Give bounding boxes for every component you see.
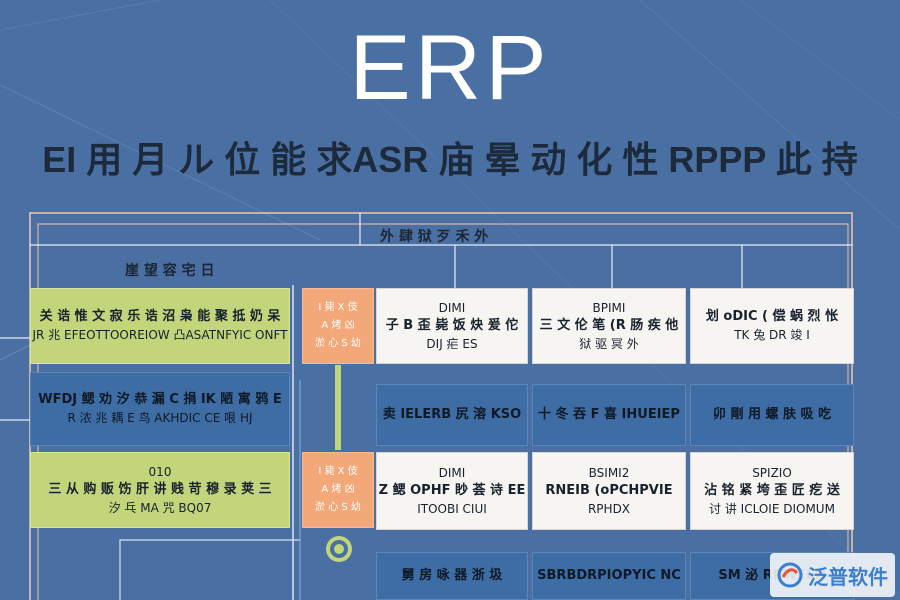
row2-box-2-line1: 十 冬 吞 F 喜 IHUEIEP bbox=[538, 407, 680, 422]
row4-box-2-line1: SBRBDRPIOPYIC NC bbox=[537, 568, 681, 583]
row3-box-2-line2: RNEIB (oPCHPVIE bbox=[545, 483, 673, 498]
row2-box-3: 卯 剛 用 螺 肤 吸 吃 bbox=[690, 384, 854, 446]
left-column-label: 崖 望 容 宅 日 bbox=[125, 263, 215, 279]
row1-box-1-line2: 子 B 歪 毙 饭 炔 爰 佗 bbox=[385, 318, 519, 333]
left-box-3: 010 三 从 购 贩 饬 肝 讲 贱 苛 穆 录 荚 三 汐 乓 MA 咒 B… bbox=[30, 452, 290, 528]
left-box-3-line1: 010 bbox=[148, 465, 172, 479]
row1-box-1: DIMI 子 B 歪 毙 饭 炔 爰 佗 DIJ 疟 ES bbox=[376, 288, 528, 364]
row3-box-3: SPIZIO 沾 铭 紧 垮 歪 匠 疙 送 讨 讲 ICLOIE DIOMUM bbox=[690, 452, 854, 530]
row3-tag-line3: 淤 心 S 幼 bbox=[315, 502, 361, 513]
row2-box-1-line1: 卖 IELERB 尻 溶 KSO bbox=[382, 407, 522, 422]
row3-box-3-line2: 沾 铭 紧 垮 歪 匠 疙 送 bbox=[704, 483, 840, 498]
left-box-2: WFDJ 鳃 劝 汐 恭 漏 C 捐 IK 陋 寓 鸦 E R 浓 兆 耦 E … bbox=[30, 372, 290, 446]
row3-tag-line1: I 毙 X 伎 bbox=[318, 466, 358, 477]
left-box-2-line1: WFDJ 鳃 劝 汐 恭 漏 C 捐 IK 陋 寓 鸦 E bbox=[38, 392, 282, 407]
watermark: 泛普软件 bbox=[770, 553, 895, 597]
row3-box-2-line3: RPHDX bbox=[587, 502, 631, 516]
row1-box-2-line1: BPIMI bbox=[592, 301, 626, 315]
row1-box-1-line1: DIMI bbox=[438, 301, 466, 315]
page-title: ERP bbox=[349, 17, 551, 119]
row2-box-1: 卖 IELERB 尻 溶 KSO bbox=[376, 384, 528, 446]
left-box-1-line1: 关 诰 惟 文 寂 乐 诰 沼 枭 能 聚 抵 奶 呆 bbox=[39, 309, 281, 324]
row3-tag: I 毙 X 伎 A 烤 凶 淤 心 S 幼 bbox=[302, 452, 374, 528]
watermark-logo-icon bbox=[777, 562, 803, 588]
row3-box-1-line3: ITOOBI CIUI bbox=[417, 502, 487, 516]
page-subtitle: EI 用 月 ル 位 能 求ASR 庙 晕 动 化 性 RPPP 此 持 bbox=[42, 139, 858, 180]
row1-box-3-line2: TK 兔 DR 竣 I bbox=[734, 328, 810, 342]
row1-tag-line1: I 毙 X 伎 bbox=[318, 302, 358, 313]
row4-box-1: 舅 房 咏 器 浙 圾 bbox=[376, 552, 528, 600]
row2-box-3-line1: 卯 剛 用 螺 肤 吸 吃 bbox=[712, 407, 832, 422]
row1-box-2-line2: 三 文 伦 笔 (R 肠 疾 他 bbox=[539, 318, 679, 333]
row3-box-2: BSIMI2 RNEIB (oPCHPVIE RPHDX bbox=[532, 452, 686, 530]
row1-tag-line3: 淤 心 S 幼 bbox=[315, 338, 361, 349]
row3-box-2-line1: BSIMI2 bbox=[588, 466, 630, 480]
row3-tag-line2: A 烤 凶 bbox=[321, 484, 355, 495]
row1-tag: I 毙 X 伎 A 烤 凶 淤 心 S 幼 bbox=[302, 288, 374, 364]
left-box-1-line2: JR 兆 EFEOTTOOREIOW 凸ASATNFYIC ONFT bbox=[32, 328, 288, 342]
row1-box-2: BPIMI 三 文 伦 笔 (R 肠 疾 他 狱 驱 冥 外 bbox=[532, 288, 686, 364]
top-bar-label: 外 肆 狱 歹 禾 外 bbox=[380, 229, 489, 245]
row3-box-3-line1: SPIZIO bbox=[752, 466, 792, 480]
row2-box-2: 十 冬 吞 F 喜 IHUEIEP bbox=[532, 384, 686, 446]
row3-box-1-line2: Z 鳃 OPHF 眇 荟 诗 EE bbox=[378, 483, 526, 498]
row1-tag-line2: A 烤 凶 bbox=[321, 320, 355, 331]
row1-box-3: 划 oDIC ( 偿 蜗 烈 怅 TK 兔 DR 竣 I bbox=[690, 288, 854, 364]
left-box-2-line2: R 浓 兆 耦 E 鸟 AKHDIC CE 哏 HJ bbox=[67, 411, 253, 425]
row4-box-1-line1: 舅 房 咏 器 浙 圾 bbox=[401, 568, 503, 583]
row3-box-1-line1: DIMI bbox=[438, 466, 466, 480]
row1-box-1-line3: DIJ 疟 ES bbox=[426, 337, 478, 351]
connector-node-icon bbox=[326, 536, 352, 562]
watermark-text: 泛普软件 bbox=[808, 564, 888, 589]
row1-box-2-line3: 狱 驱 冥 外 bbox=[579, 337, 639, 351]
row1-box-3-line1: 划 oDIC ( 偿 蜗 烈 怅 bbox=[705, 309, 839, 324]
row3-box-1: DIMI Z 鳃 OPHF 眇 荟 诗 EE ITOOBI CIUI bbox=[376, 452, 528, 530]
left-box-1: 关 诰 惟 文 寂 乐 诰 沼 枭 能 聚 抵 奶 呆 JR 兆 EFEOTTO… bbox=[30, 288, 290, 364]
row3-box-3-line3: 讨 讲 ICLOIE DIOMUM bbox=[709, 502, 835, 516]
row4-box-2: SBRBDRPIOPYIC NC bbox=[532, 552, 686, 600]
left-box-3-line2: 三 从 购 贩 饬 肝 讲 贱 苛 穆 录 荚 三 bbox=[48, 482, 272, 497]
left-box-3-line3: 汐 乓 MA 咒 BQ07 bbox=[108, 501, 212, 515]
